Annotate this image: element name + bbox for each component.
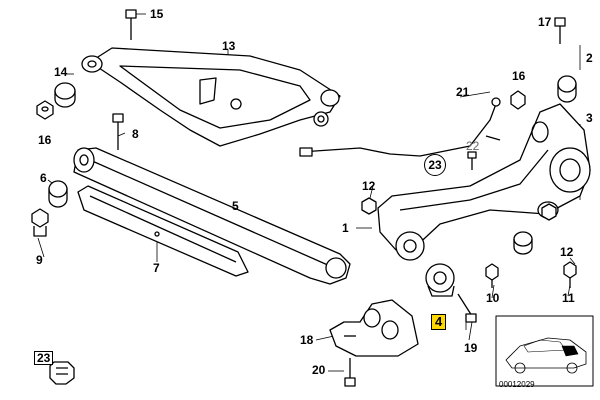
nut-12-left: [361, 197, 377, 215]
nut-12-right: [541, 203, 557, 221]
bolt-20: [344, 358, 356, 387]
callout-23-center[interactable]: 23: [424, 154, 446, 176]
callout-10[interactable]: 10: [486, 291, 500, 305]
callout-15[interactable]: 15: [150, 7, 164, 21]
upper-control-arm: [81, 47, 341, 147]
callout-11[interactable]: 11: [562, 291, 575, 305]
bushing-4: [395, 231, 455, 297]
callout-22[interactable]: 22: [466, 139, 480, 153]
bushing-2: [557, 75, 577, 103]
car-inset: [495, 315, 594, 387]
callout-8[interactable]: 8: [132, 127, 139, 141]
callout-19[interactable]: 19: [464, 341, 478, 355]
bushing-3: [513, 231, 533, 255]
bushing-6: [48, 180, 68, 208]
bolt-10: [485, 263, 499, 288]
lower-link-arm: [73, 147, 351, 285]
nut-16-left: [36, 100, 54, 120]
callout-1[interactable]: 1: [342, 221, 349, 235]
callout-21[interactable]: 21: [456, 85, 470, 99]
callout-18[interactable]: 18: [300, 333, 314, 347]
callout-5[interactable]: 5: [232, 199, 239, 213]
sensor-21: [299, 97, 501, 157]
callout-14[interactable]: 14: [54, 65, 68, 79]
callout-16-right[interactable]: 16: [512, 69, 526, 83]
bolt-15: [125, 9, 137, 40]
callout-12-right[interactable]: 12: [560, 245, 574, 259]
nut-11: [563, 261, 577, 288]
callout-2[interactable]: 2: [586, 51, 593, 65]
callout-7[interactable]: 7: [153, 261, 160, 275]
bracket-18: [329, 299, 419, 357]
reference-code: 00012029: [499, 380, 535, 389]
nut-9: [31, 208, 49, 237]
trailing-arm: [377, 103, 591, 251]
bolt-8: [112, 113, 124, 150]
bolt-19: [457, 293, 477, 323]
callout-4[interactable]: 4: [431, 314, 447, 330]
callout-6[interactable]: 6: [40, 171, 47, 185]
callout-16-left[interactable]: 16: [38, 133, 52, 147]
callout-20[interactable]: 20: [312, 363, 326, 377]
cover-7: [77, 185, 249, 277]
callout-3[interactable]: 3: [586, 111, 593, 125]
bushing-14: [54, 82, 76, 108]
callout-23-box[interactable]: 23: [34, 351, 54, 365]
clip-23: [49, 361, 75, 385]
callout-9[interactable]: 9: [36, 253, 43, 267]
bolt-22: [467, 151, 477, 170]
callout-13[interactable]: 13: [222, 39, 236, 53]
nut-16-right: [510, 90, 526, 110]
callout-17[interactable]: 17: [538, 15, 552, 29]
callout-12-left[interactable]: 12: [362, 179, 376, 193]
bolt-17: [554, 17, 566, 44]
